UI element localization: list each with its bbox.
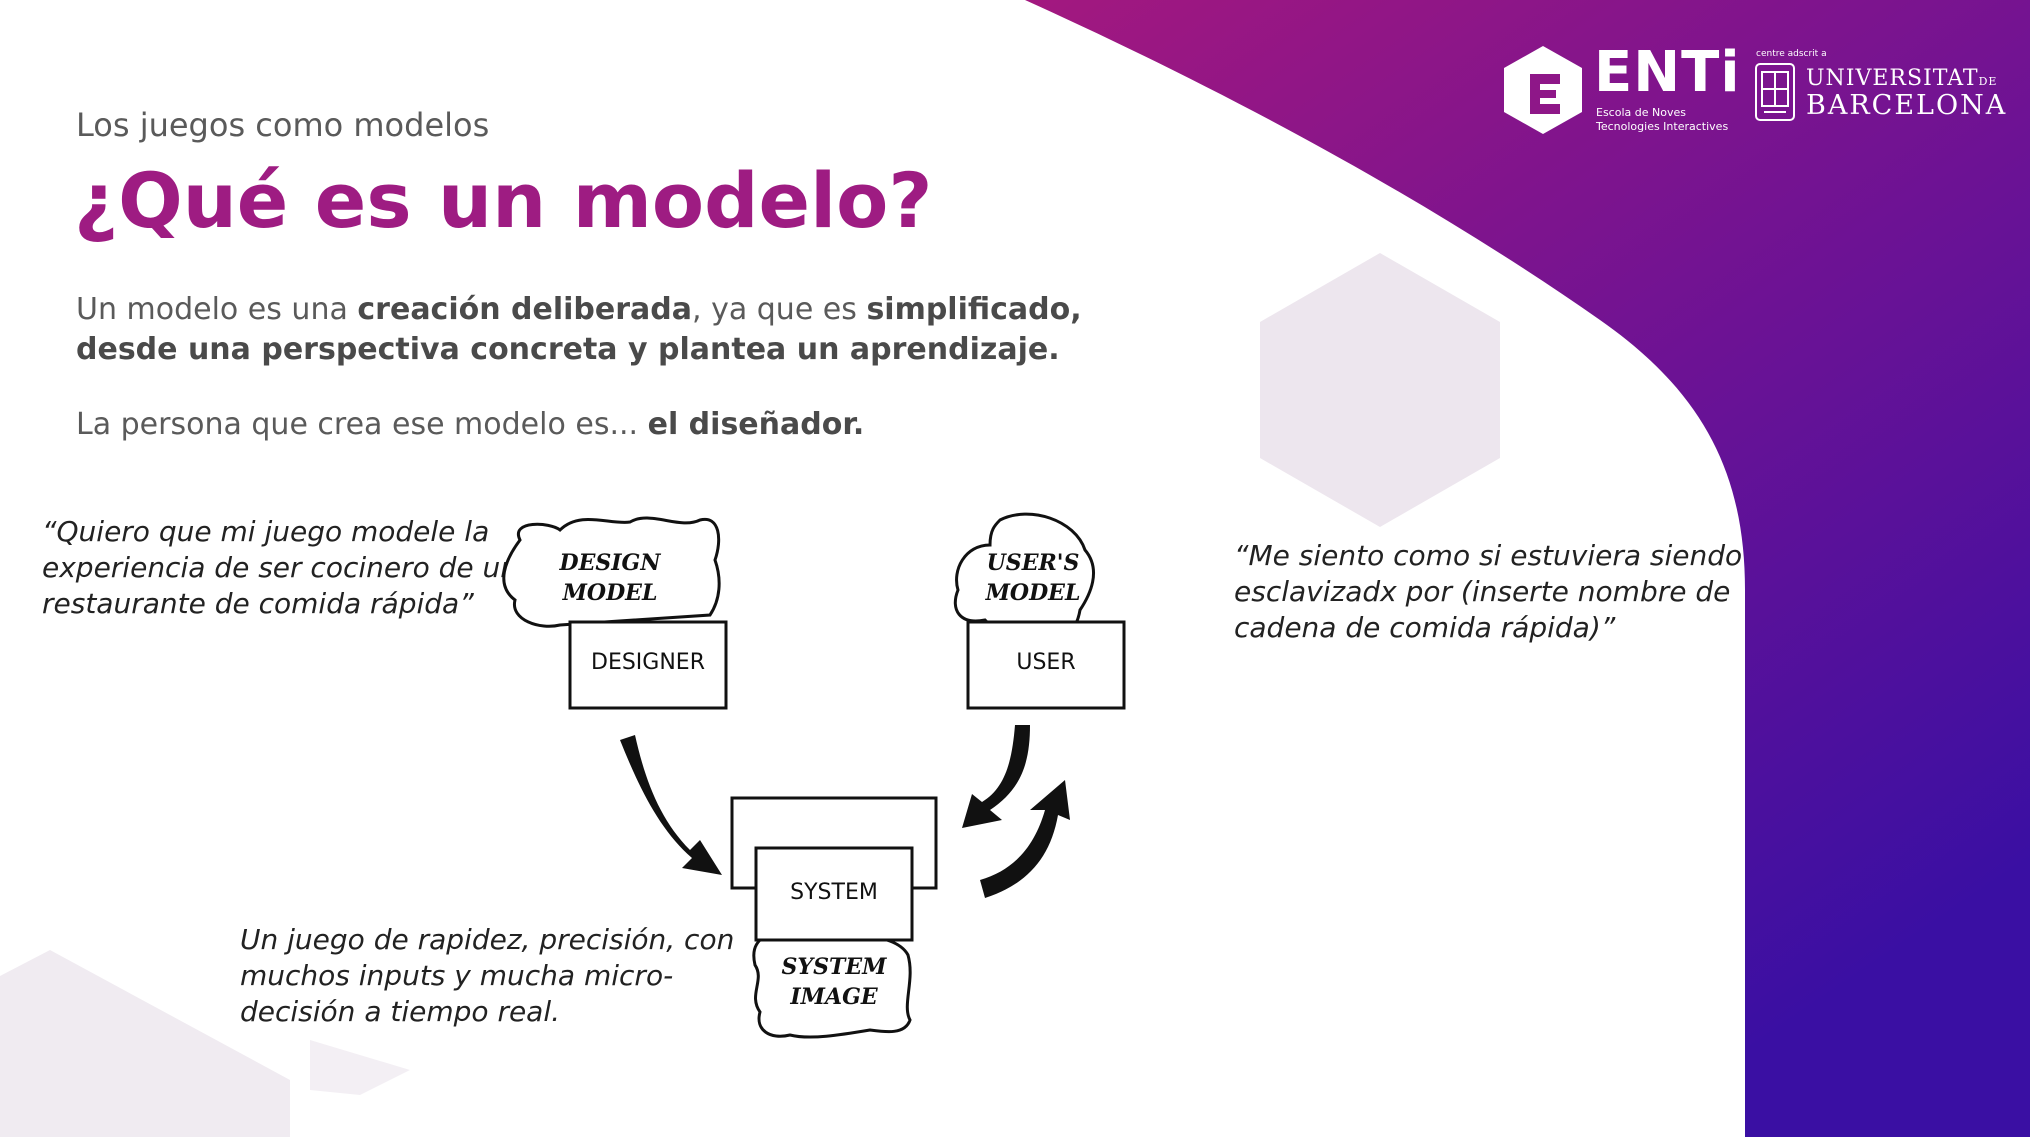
arrow-system-to-user (962, 725, 1030, 828)
section-label: Los juegos como modelos (76, 106, 490, 144)
hexagon-bottom-left (0, 950, 290, 1137)
definition-paragraph: Un modelo es una creación deliberada, ya… (76, 292, 1082, 367)
designer-paragraph: La persona que crea ese modelo es... el … (76, 407, 865, 442)
enti-subtitle-2: Tecnologies Interactives (1596, 120, 1729, 133)
system-box (754, 846, 914, 942)
designer-label: DESIGNER (591, 650, 705, 675)
arrow-designer-to-system (620, 735, 722, 875)
designer-box (568, 620, 728, 710)
hexagon-bottom-small (310, 1040, 410, 1095)
system-label: SYSTEM (790, 880, 878, 905)
ub-prefix: centre adscrit a (1756, 49, 1827, 59)
hexagon-right (1260, 253, 1500, 527)
page-title: ¿Qué es un modelo? (74, 156, 933, 245)
user-label: USER (1016, 650, 1076, 675)
arrow-user-to-system (980, 780, 1070, 898)
diagram-shapes (502, 512, 1126, 1039)
ub-name-line1: UNIVERSITATDE (1806, 66, 1998, 91)
enti-name: ENTi (1594, 40, 1741, 105)
system-description: Un juego de rapidez, precisión, con much… (240, 923, 735, 1028)
ub-seal-icon (1755, 63, 1795, 121)
ub-name-line2: BARCELONA (1806, 90, 2008, 121)
gradient-panel (1025, 0, 2030, 1137)
user-quote: “Me siento como si estuviera siendo escl… (1234, 539, 1743, 644)
enti-logo-icon (1504, 46, 1582, 134)
enti-subtitle-1: Escola de Noves (1596, 106, 1686, 119)
designer-quote: “Quiero que mi juego modele la experienc… (42, 515, 519, 620)
user-box (966, 620, 1126, 710)
design-model-cloud (502, 516, 721, 628)
